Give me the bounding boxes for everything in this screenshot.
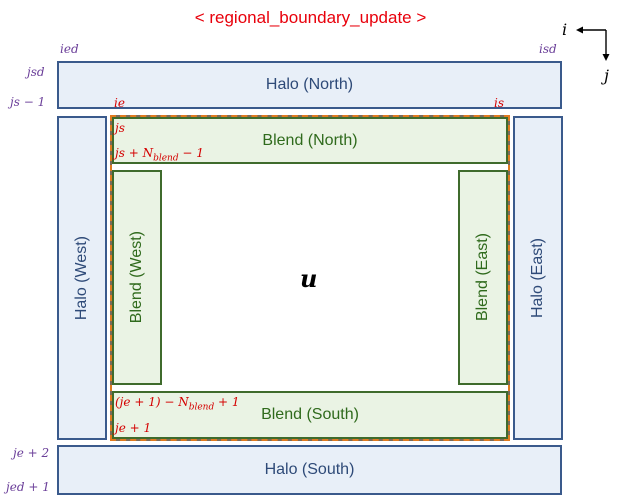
diagram-title: < regional_boundary_update > (194, 8, 427, 27)
blend-north-box: Blend (North) (112, 117, 508, 164)
halo-south-box: Halo (South) (57, 445, 562, 495)
halo-north-label: Halo (North) (265, 76, 354, 93)
blend-west-label: Blend (West) (128, 231, 145, 324)
field-variable-u: u (300, 264, 318, 293)
halo-north-box: Halo (North) (57, 61, 562, 109)
halo-east-label: Halo (East) (529, 237, 546, 319)
index-is: is (494, 96, 504, 110)
index-js-plus-nblend-minus-1: js + Nblend − 1 (115, 146, 204, 164)
blend-west-box: Blend (West) (112, 170, 162, 385)
index-js: js (115, 121, 125, 135)
index-ied: ied (60, 42, 79, 56)
halo-east-box: Halo (East) (513, 116, 563, 440)
axis-i-label: i (562, 20, 568, 39)
blend-south-box: Blend (South) (112, 391, 508, 439)
halo-west-label: Halo (West) (73, 235, 90, 321)
blend-north-label: Blend (North) (262, 131, 358, 149)
axis-j-label: j (604, 66, 609, 85)
index-jed-plus-1: jed + 1 (6, 480, 50, 494)
blend-south-label: Blend (South) (261, 406, 359, 423)
axis-arrows-icon (576, 26, 610, 61)
index-jsd: jsd (27, 65, 45, 79)
blend-east-box: Blend (East) (458, 170, 508, 385)
index-je-plus-1: je + 1 (115, 421, 152, 435)
index-js-minus-1: js − 1 (10, 95, 46, 109)
halo-west-box: Halo (West) (57, 116, 107, 440)
blend-east-label: Blend (East) (474, 233, 491, 322)
index-je1-minus-nblend-plus-1: (je + 1) − Nblend + 1 (115, 395, 240, 413)
index-je-plus-2: je + 2 (13, 446, 50, 460)
index-isd: isd (539, 42, 557, 56)
index-ie: ie (114, 96, 125, 110)
halo-south-label: Halo (South) (264, 461, 355, 478)
